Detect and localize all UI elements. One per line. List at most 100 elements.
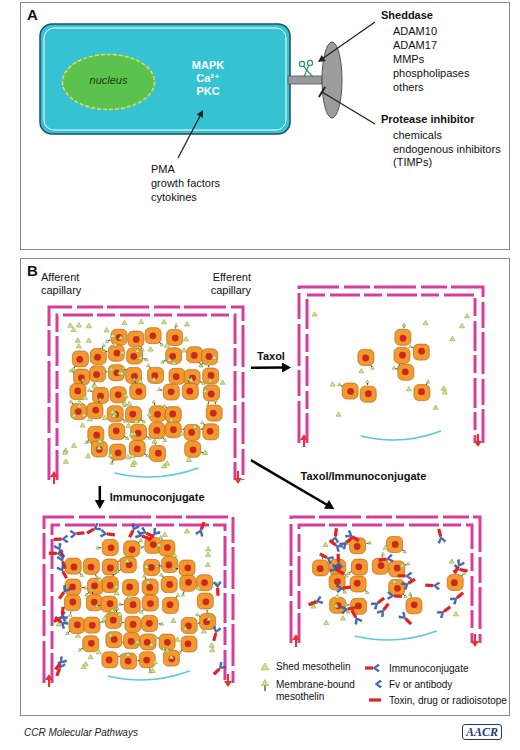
fv-glyph xyxy=(57,656,67,666)
tumor-cell xyxy=(202,349,218,365)
shed-mesothelin xyxy=(123,393,128,397)
immunoconjugate-glyph xyxy=(370,595,386,610)
cell-nucleus xyxy=(130,353,137,360)
cell-nucleus xyxy=(107,565,114,572)
tumor-cell xyxy=(398,364,414,380)
arrow-head xyxy=(197,110,203,118)
immunoconjugate-glyph xyxy=(100,529,115,539)
tumor-cell xyxy=(342,383,358,399)
toxin-bar xyxy=(49,552,57,555)
shed-mesothelin xyxy=(96,546,100,549)
cell-nucleus xyxy=(147,600,154,607)
cell-nucleus xyxy=(402,368,409,375)
fv-glyph xyxy=(340,605,348,614)
shed-mesothelin xyxy=(72,367,76,370)
flow-arrow xyxy=(474,434,482,447)
shed-mesothelin xyxy=(441,386,446,390)
fv-glyph xyxy=(92,522,102,532)
shed-mesothelin xyxy=(174,323,178,326)
tumor-cell xyxy=(350,576,366,592)
shed-mesothelin xyxy=(129,431,134,435)
shed-mesothelin xyxy=(450,336,455,340)
shed-mesothelin xyxy=(90,589,94,592)
tumor-cell xyxy=(165,407,181,423)
tumor-cell xyxy=(187,347,203,363)
annotation-label: others xyxy=(393,81,424,94)
tumor-cell xyxy=(74,369,90,385)
toxin-bar xyxy=(347,606,355,611)
annotation-label: MMPs xyxy=(393,53,424,66)
shed-mesothelin xyxy=(85,593,89,596)
panel-frame: AMAPK Ca²⁺ PKCnucleusSheddaseADAM10ADAM1… xyxy=(20,2,510,250)
cell-nucleus xyxy=(188,429,195,436)
cell-nucleus xyxy=(126,584,133,591)
cell-body xyxy=(40,24,290,134)
tumor-cell xyxy=(124,597,140,613)
immunoconjugate-glyph xyxy=(451,559,465,576)
shed-mesothelin xyxy=(112,571,116,574)
tumor-cell xyxy=(102,652,118,668)
tumor-cell xyxy=(110,387,126,403)
shed-mesothelin xyxy=(203,388,208,392)
capillary-wall xyxy=(57,315,235,480)
shed-mesothelin xyxy=(81,412,86,416)
fv-glyph xyxy=(135,530,144,540)
cell-nucleus xyxy=(354,543,361,550)
tumor-cell xyxy=(65,558,81,574)
cell-nucleus xyxy=(107,600,114,607)
shed-mesothelin xyxy=(163,439,167,442)
legend-sample xyxy=(351,678,385,692)
shed-mesothelin xyxy=(157,388,161,391)
cell-nucleus xyxy=(166,581,173,588)
toxin-bar xyxy=(343,586,351,590)
tumor-cell xyxy=(351,559,367,575)
cell-nucleus xyxy=(74,621,81,628)
tumor-cell xyxy=(162,557,178,573)
fv-glyph xyxy=(329,564,338,574)
tumor-cell xyxy=(414,385,430,401)
tumor-cell xyxy=(360,386,376,402)
capillary-wall xyxy=(299,525,472,643)
fv-glyph xyxy=(212,626,221,634)
arrow-shaft xyxy=(251,366,283,369)
shed-mesothelin xyxy=(122,366,126,369)
fv-glyph xyxy=(59,619,69,629)
arrow-shaft xyxy=(99,486,102,501)
shed-mesothelin xyxy=(203,450,208,454)
fv-glyph xyxy=(387,591,394,599)
tumor-cell xyxy=(127,348,143,364)
toxin-bar xyxy=(142,535,151,541)
toxin-bar xyxy=(377,597,385,604)
shed-mesothelin xyxy=(85,441,89,444)
fv-glyph xyxy=(339,540,349,550)
immunoconjugates xyxy=(49,521,227,678)
shed-mesothelin xyxy=(138,355,143,359)
shed-mesothelin xyxy=(159,535,163,538)
shed-mesothelin xyxy=(214,399,218,402)
nucleus-ellipse: nucleus xyxy=(61,53,156,111)
shed-mesothelin-group xyxy=(309,540,458,624)
tumor-cell xyxy=(107,406,123,422)
toxin-bar xyxy=(329,539,337,546)
shed-mesothelin xyxy=(63,450,68,454)
arrow-head xyxy=(95,500,105,509)
shed-mesothelin xyxy=(404,595,408,598)
shed-mesothelin xyxy=(71,327,76,331)
toxin-bar xyxy=(336,554,340,562)
tumor-cell xyxy=(142,595,158,611)
cell-nucleus xyxy=(115,391,122,398)
shed-mesothelin xyxy=(144,564,149,568)
shed-mesothelin xyxy=(66,632,70,635)
footer-text: CCR Molecular Pathways xyxy=(24,726,138,739)
shed-mesothelin xyxy=(114,584,119,588)
immunoconjugate-glyph xyxy=(318,550,335,564)
arrow-label: Taxol/Immunoconjugate xyxy=(299,470,429,483)
fv-glyph xyxy=(406,572,413,580)
fv-glyph xyxy=(437,536,446,544)
immunoconjugate-glyph xyxy=(54,535,69,544)
tumor-cell xyxy=(182,383,198,399)
shed-mesothelin xyxy=(104,328,109,332)
immunoconjugate-glyph xyxy=(336,583,351,593)
shed-mesothelin xyxy=(449,559,454,563)
shed-mesothelin xyxy=(98,438,103,442)
